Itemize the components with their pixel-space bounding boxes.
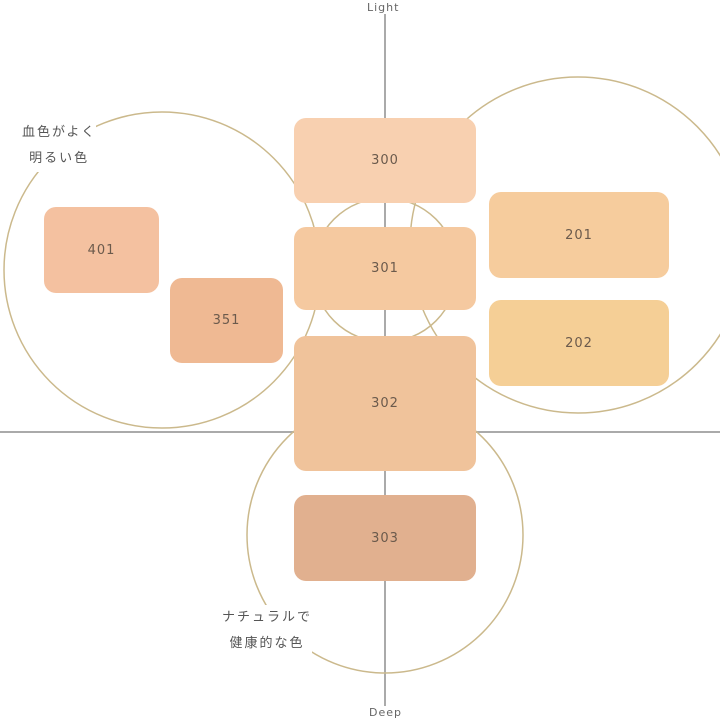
shade-swatch-301[interactable]: 301 — [294, 227, 476, 310]
shade-code: 401 — [87, 242, 116, 258]
shade-code: 351 — [212, 313, 241, 328]
shade-code: 201 — [565, 227, 593, 243]
shade-code: 302 — [371, 396, 399, 411]
shade-code: 202 — [565, 335, 593, 351]
axis-label-top: Light — [364, 1, 403, 14]
shade-code: 301 — [371, 261, 399, 276]
group-label-line: 明るい色 — [29, 151, 90, 166]
shade-swatch-300[interactable]: 300 — [294, 118, 476, 203]
shade-code: 300 — [371, 153, 399, 168]
shade-code: 303 — [371, 530, 399, 546]
axis-label-bottom: Deep — [366, 706, 405, 719]
shade-swatch-201[interactable]: 201 — [489, 192, 669, 278]
group-label-line: 健康的な色 — [229, 636, 305, 651]
group-label-bright: 血色がよく 明るい色 — [22, 120, 97, 172]
shade-swatch-303[interactable]: 303 — [294, 495, 476, 581]
shade-swatch-351[interactable]: 351 — [170, 278, 283, 363]
group-label-natural: ナチュラルで 健康的な色 — [222, 605, 313, 657]
group-label-line: 血色がよく — [22, 125, 97, 140]
shade-swatch-302[interactable]: 302 — [294, 336, 476, 471]
shade-swatch-202[interactable]: 202 — [489, 300, 669, 386]
group-label-line: ナチュラルで — [222, 610, 313, 625]
shade-swatch-401[interactable]: 401 — [44, 207, 159, 293]
